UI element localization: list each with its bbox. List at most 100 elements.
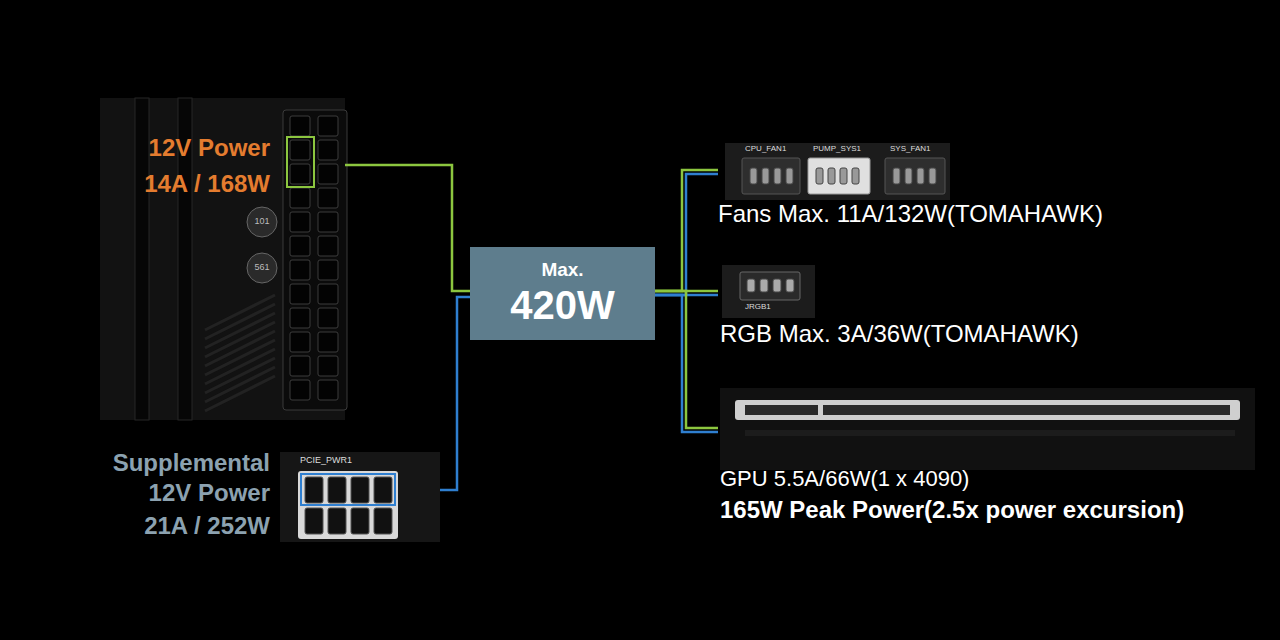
- connector-pin: [747, 279, 755, 292]
- heatsink-fin: [205, 358, 275, 393]
- capacitor: [247, 253, 277, 283]
- power-connector: [655, 170, 718, 295]
- connector-pin: [290, 116, 310, 136]
- pcie-slot: [735, 400, 1240, 420]
- board-trace: [745, 430, 1235, 436]
- connector-pin: [318, 356, 338, 376]
- atx-12v-highlight: [287, 137, 314, 187]
- power-rating: 21A / 252W: [144, 512, 270, 541]
- connector-pin: [318, 212, 338, 232]
- atx-power-connector: 12V Power 14A / 168W: [100, 98, 345, 420]
- rgb-header-photo: [722, 265, 815, 318]
- connector-pin: [351, 508, 369, 534]
- connector-pin: [318, 140, 338, 160]
- load-rating: RGB Max. 3A/36W(TOMAHAWK): [720, 320, 1079, 349]
- connector-pin: [374, 508, 392, 534]
- header-name: SYS_FAN1: [890, 145, 930, 154]
- gpu-slot: GPU 5.5A/66W(1 x 4090) 165W Peak Power(2.…: [718, 386, 1258, 531]
- power-wire: [440, 297, 470, 490]
- connector-pin: [290, 308, 310, 328]
- peak-power: 165W Peak Power(2.5x power excursion): [720, 496, 1184, 525]
- connector-pin: [305, 477, 323, 503]
- pcie-power-connector: [298, 471, 398, 539]
- connector-pin: [893, 168, 900, 184]
- header-name: CPU_FAN1: [745, 145, 786, 154]
- expansion-slot: [135, 98, 149, 420]
- load-rating: Fans Max. 11A/132W(TOMAHAWK): [718, 200, 1103, 229]
- connector-pin: [318, 236, 338, 256]
- connector-pin: [774, 168, 781, 184]
- connector-pin: [290, 164, 310, 184]
- connector-pin: [917, 168, 924, 184]
- connector-pin: [929, 168, 936, 184]
- header-name: JRGB1: [745, 303, 771, 312]
- atx-connector: [283, 110, 347, 410]
- power-connector: [345, 165, 470, 291]
- connector-pin: [762, 168, 769, 184]
- heatsink-hatching: [205, 295, 275, 411]
- heatsink-fin: [205, 376, 275, 411]
- header-name: PUMP_SYS1: [813, 145, 861, 154]
- capacitor-marking: 561: [254, 263, 269, 273]
- rgb-header: [740, 272, 800, 300]
- pcie-power-connector: Supplemental 12V Power21A / 252W: [80, 445, 440, 545]
- connector-pin: [351, 477, 369, 503]
- power-rail-label: 12V Power: [149, 134, 270, 163]
- connector-pin: [828, 168, 835, 184]
- connector-pin: [290, 188, 310, 208]
- capacitor-marking: 101: [254, 217, 269, 227]
- heatsink-fin: [205, 367, 275, 402]
- connector-pin: [318, 188, 338, 208]
- connector-pin: [290, 236, 310, 256]
- connector-pin: [290, 284, 310, 304]
- connector-pin: [786, 279, 794, 292]
- power-wire: [345, 165, 470, 291]
- connector-pin: [328, 477, 346, 503]
- connector-pin: [773, 279, 781, 292]
- power-total-box: Max.420W: [470, 247, 655, 340]
- power-wire: [655, 291, 718, 428]
- connector-pin: [318, 116, 338, 136]
- connector-pin: [318, 164, 338, 184]
- power-wire: [655, 295, 718, 432]
- heatsink-fin: [205, 295, 275, 330]
- connector-pin: [318, 380, 338, 400]
- connector-name: PCIE_PWR1: [300, 456, 352, 466]
- connector-pin: [816, 168, 823, 184]
- connector-pin: [305, 508, 323, 534]
- heatsink-fin: [205, 322, 275, 357]
- pcie-slot-key: [818, 400, 823, 420]
- connector-pin: [750, 168, 757, 184]
- connector-pin: [840, 168, 847, 184]
- connector-pin: [786, 168, 793, 184]
- fan-headers: Fans Max. 11A/132W(TOMAHAWK): [718, 140, 1107, 235]
- pcie-12v-highlight: [301, 474, 395, 505]
- rgb-header: RGB Max. 3A/36W(TOMAHAWK): [718, 262, 1083, 352]
- fan-header: [885, 158, 945, 194]
- connector-pin: [760, 279, 768, 292]
- connector-pin: [290, 332, 310, 352]
- connector-pin: [318, 284, 338, 304]
- pcie-power-photo: [280, 452, 440, 542]
- connector-pin: [290, 356, 310, 376]
- fan-header-photo: [725, 143, 950, 200]
- power-connector: [655, 291, 718, 432]
- heatsink-fin: [205, 304, 275, 339]
- connector-pin: [318, 260, 338, 280]
- heatsink-fin: [205, 313, 275, 348]
- power-rating: 14A / 168W: [144, 170, 270, 199]
- power-wire: [655, 174, 718, 295]
- connector-pin: [318, 332, 338, 352]
- capacitor: [247, 207, 277, 237]
- fan-header: [742, 158, 800, 194]
- pcie-slot-photo: [720, 388, 1255, 470]
- connector-pin: [852, 168, 859, 184]
- load-rating: GPU 5.5A/66W(1 x 4090): [720, 466, 969, 492]
- power-total: 420W: [510, 281, 615, 329]
- connector-pin: [905, 168, 912, 184]
- connector-pin: [290, 260, 310, 280]
- power-connector: [440, 297, 470, 490]
- heatsink-fin: [205, 349, 275, 384]
